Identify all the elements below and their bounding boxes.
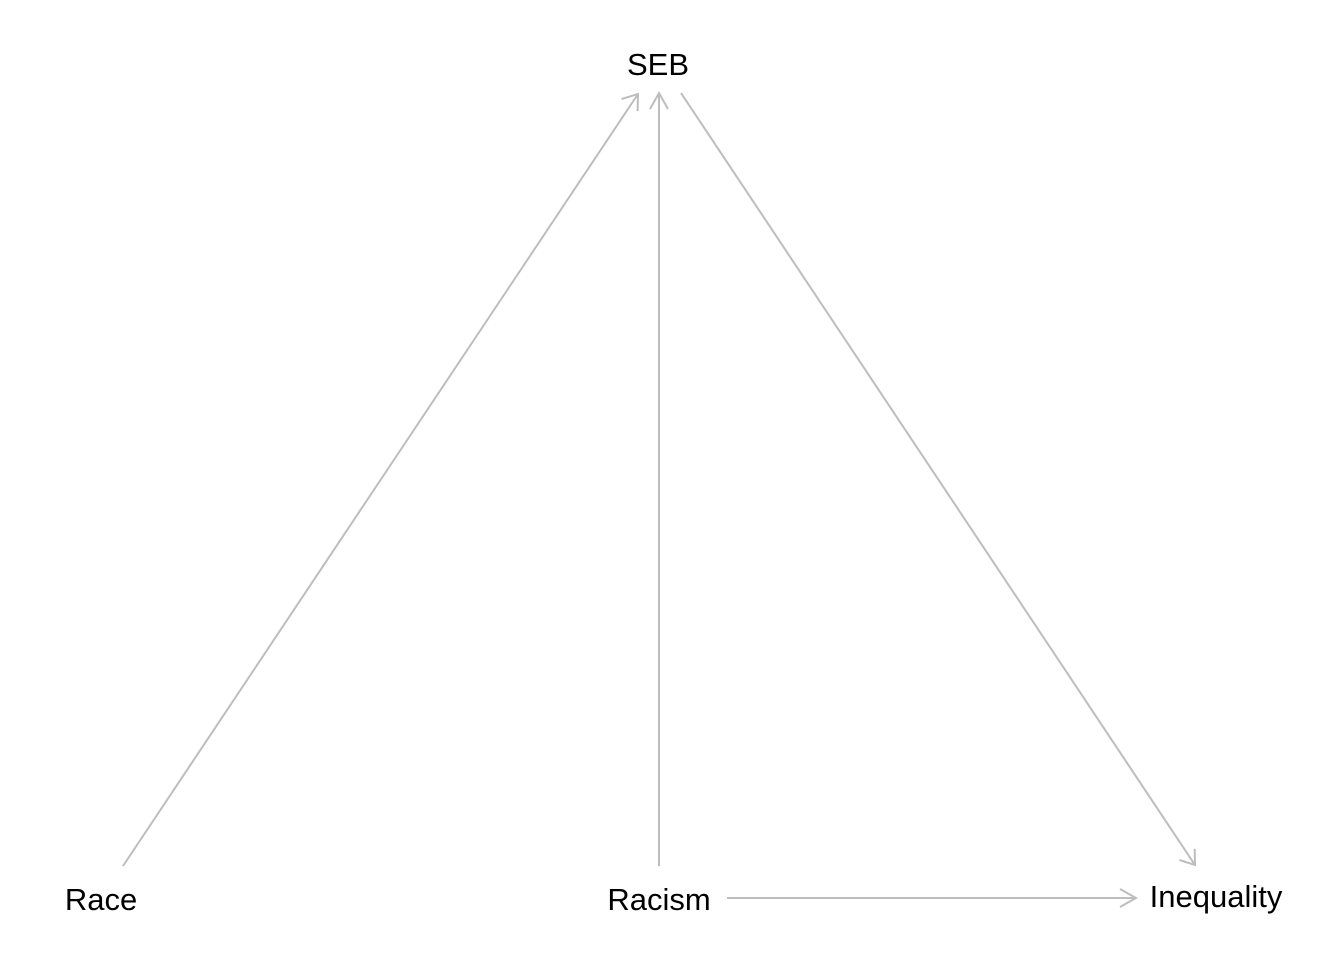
arrowhead-seb-to-inequality [1179, 848, 1197, 867]
edge-seb-to-inequality [680, 92, 1197, 867]
node-race: Race [65, 882, 137, 917]
arrowhead-racism-to-inequality [1119, 888, 1139, 908]
node-seb: SEB [627, 47, 689, 82]
edge-racism-to-seb [649, 90, 669, 866]
node-racism: Racism [607, 882, 710, 917]
edge-race-to-seb [122, 92, 640, 867]
arrowhead-racism-to-seb [649, 90, 669, 110]
node-inequality: Inequality [1150, 879, 1283, 914]
arrowhead-race-to-seb [621, 92, 640, 112]
edge-racism-to-inequality [727, 888, 1139, 908]
